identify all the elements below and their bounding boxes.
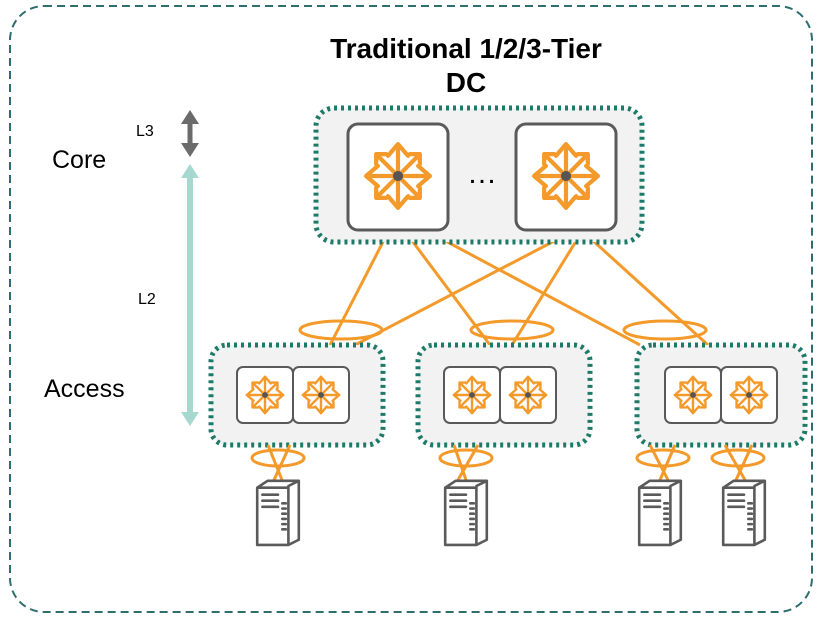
router-switch-icon (673, 375, 713, 415)
router-switch-icon (366, 144, 430, 208)
access-switch-1a[interactable] (236, 366, 294, 424)
server-1[interactable] (255, 479, 301, 547)
core-ellipsis: … (467, 157, 497, 190)
outer-frame (9, 5, 813, 613)
core-layer-label: Core (52, 146, 106, 174)
server-2[interactable] (443, 479, 489, 547)
l2-double-arrow (181, 164, 199, 426)
uplinks (328, 236, 710, 347)
l3-double-arrow (181, 110, 199, 157)
l3-label: L3 (136, 123, 154, 140)
core-switch-1[interactable] (346, 122, 450, 232)
server-links (250, 444, 766, 481)
server-3[interactable] (637, 479, 683, 547)
router-switch-icon (301, 375, 341, 415)
access-switch-2b[interactable] (499, 366, 557, 424)
router-switch-icon (452, 375, 492, 415)
diagram-title-line1: Traditional 1/2/3-Tier (330, 33, 602, 64)
access-group-1 (208, 342, 386, 448)
access-switch-2a[interactable] (443, 366, 501, 424)
access-layer-label: Access (44, 375, 125, 403)
access-group-2 (415, 342, 593, 448)
access-switch-3b[interactable] (720, 366, 778, 424)
core-group: … (313, 105, 645, 245)
router-switch-icon (534, 144, 598, 208)
router-switch-icon (245, 375, 285, 415)
core-switch-2[interactable] (514, 122, 618, 232)
access-group-3 (634, 342, 808, 448)
server-4[interactable] (721, 479, 767, 547)
access-switch-3a[interactable] (664, 366, 722, 424)
router-switch-icon (729, 375, 769, 415)
access-switch-1b[interactable] (292, 366, 350, 424)
l2-label: L2 (138, 291, 156, 308)
diagram-title-line2: DC (446, 67, 486, 98)
router-switch-icon (508, 375, 548, 415)
uplink-lag-ellipses (298, 319, 708, 341)
